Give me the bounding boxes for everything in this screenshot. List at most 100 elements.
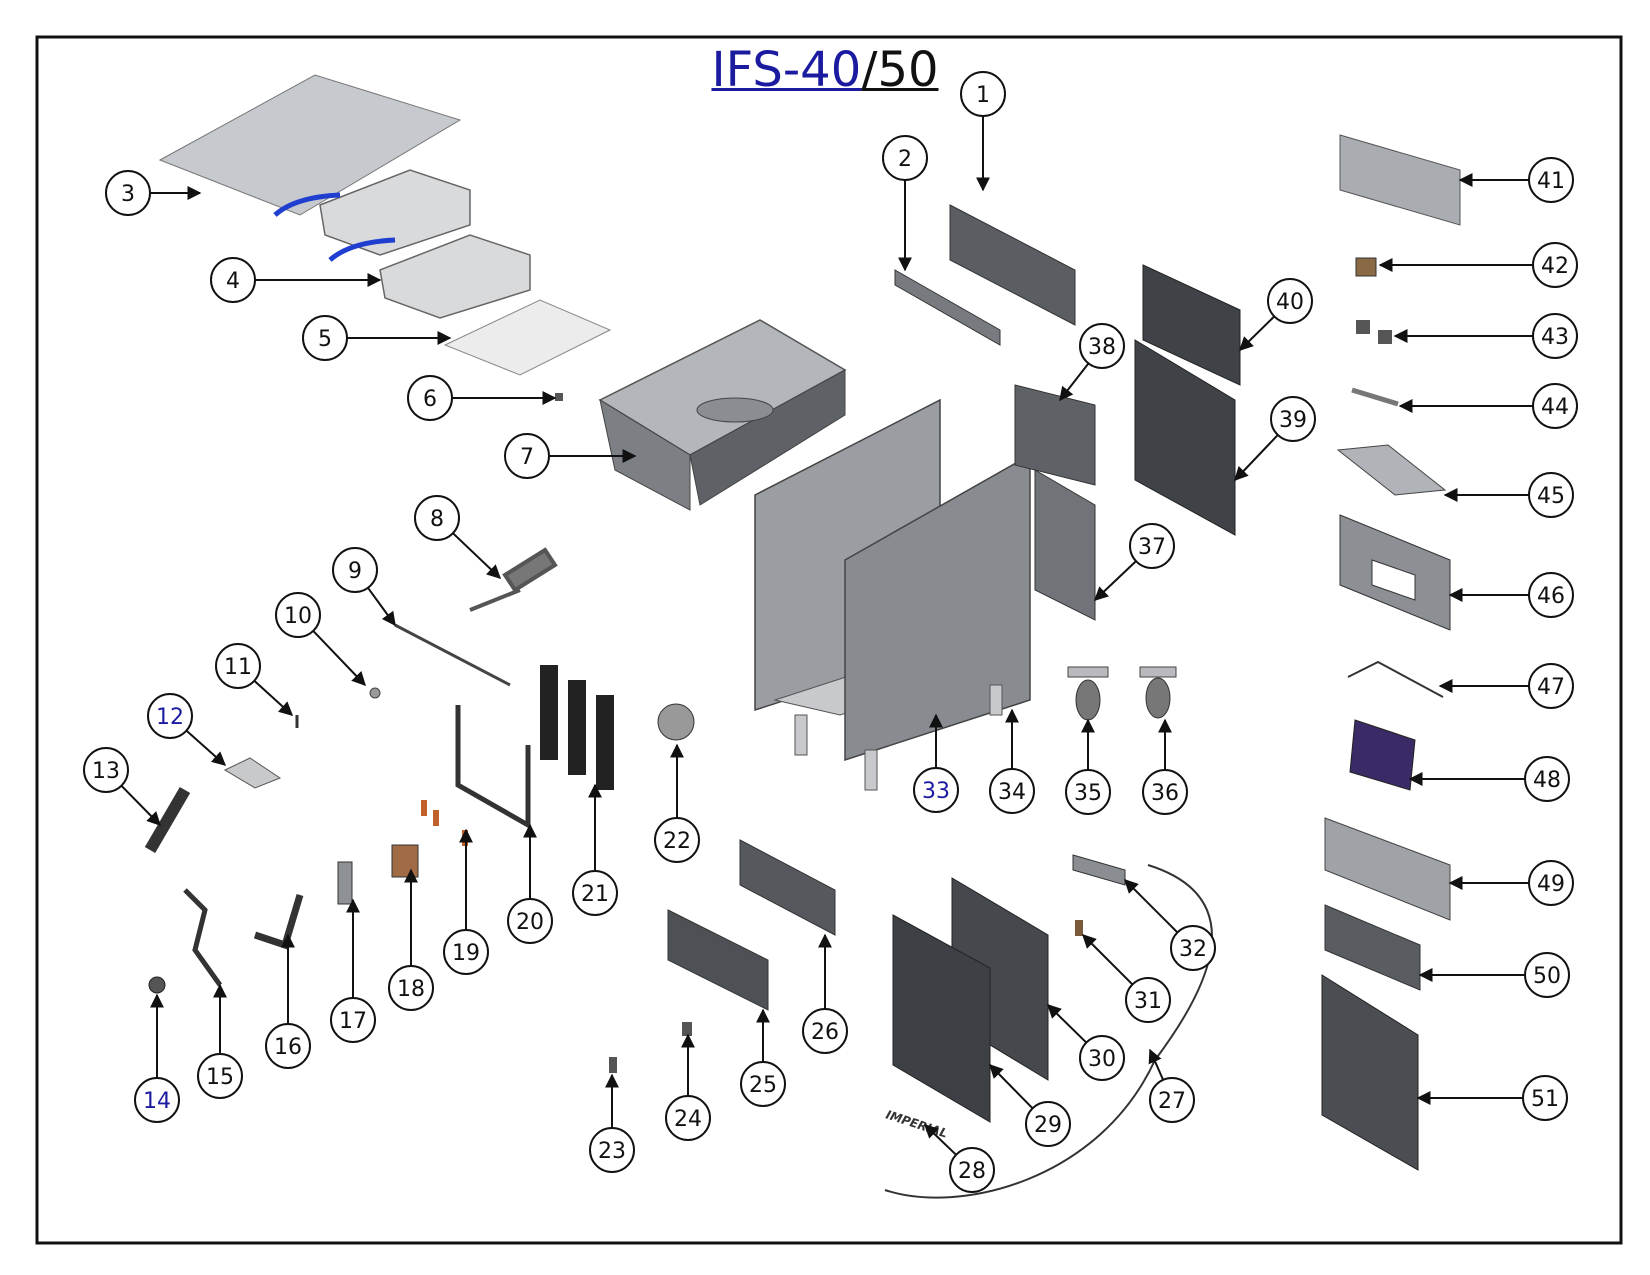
callout-number: 10: [284, 604, 312, 629]
diagram-title: IFS-40/50: [0, 42, 1650, 98]
callout-22: 22: [654, 743, 700, 863]
callout-number: 42: [1541, 254, 1569, 279]
part-31-magnet-icon: [1075, 920, 1083, 936]
callout-balloon: [1528, 663, 1574, 709]
callout-balloon: [1528, 860, 1574, 906]
callout-33: 33: [913, 713, 959, 813]
callout-27: 27: [1148, 1048, 1195, 1123]
callout-balloon: [740, 1061, 786, 1107]
callout-10: 10: [275, 592, 366, 687]
callout-29: 29: [989, 1064, 1071, 1147]
callout-leader: [1148, 1048, 1165, 1081]
callout-number: 49: [1537, 872, 1565, 897]
callout-balloon: [913, 767, 959, 813]
callout-32: 32: [1124, 879, 1216, 971]
callout-balloon: [1079, 1035, 1125, 1081]
callout-balloon: [507, 898, 553, 944]
callout-41: 41: [1458, 157, 1574, 203]
callout-balloon: [802, 1008, 848, 1054]
callout-balloon: [105, 170, 151, 216]
callout-number: 33: [922, 779, 950, 804]
callout-18: 18: [388, 868, 434, 1011]
part-50-panel-icon: [1324, 904, 1421, 991]
callout-12: 12: [147, 693, 227, 766]
part-39-panel-icon: [1134, 339, 1236, 536]
callout-balloon: [1129, 523, 1175, 569]
part-1-panel-icon: [949, 204, 1076, 326]
callout-number: 13: [92, 759, 120, 784]
callout-number: 46: [1537, 584, 1565, 609]
callout-number: 7: [520, 445, 534, 470]
callout-balloon: [275, 592, 321, 638]
part-26-panel-icon: [739, 839, 836, 936]
page-border: [35, 35, 1623, 1245]
callout-leader: [312, 630, 366, 687]
callout-balloon: [882, 135, 928, 181]
callout-number: 50: [1533, 964, 1561, 989]
callout-balloon: [1170, 925, 1216, 971]
part-16-lever-icon: [253, 893, 304, 950]
part-17-thermostat-icon: [337, 861, 353, 905]
callout-34: 34: [989, 708, 1035, 814]
callout-number: 23: [598, 1139, 626, 1164]
callout-balloon: [504, 433, 550, 479]
callout-13: 13: [83, 747, 161, 826]
callout-28: 28: [923, 1124, 995, 1193]
callout-balloon: [215, 643, 261, 689]
callout-balloon: [572, 870, 618, 916]
callout-number: 26: [811, 1020, 839, 1045]
callout-balloon: [989, 768, 1035, 814]
part-28-logo-icon: IMPERIAL: [884, 1108, 949, 1141]
callout-balloon: [1532, 242, 1578, 288]
callout-23: 23: [589, 1073, 635, 1173]
callout-number: 28: [958, 1159, 986, 1184]
part-42-block-icon: [1355, 257, 1377, 277]
callout-balloon: [1528, 572, 1574, 618]
part-33-cabinet-icon: [754, 398, 1031, 791]
callout-number: 19: [452, 941, 480, 966]
callout-leader: [120, 784, 161, 826]
callout-2: 2: [882, 135, 928, 272]
part-44-strip-icon: [1351, 387, 1399, 407]
callout-balloon: [1524, 952, 1570, 998]
callout-number: 44: [1541, 395, 1569, 420]
callout-number: 1: [976, 83, 990, 108]
callout-number: 40: [1276, 290, 1304, 315]
callout-number: 16: [274, 1035, 302, 1060]
callout-number: 47: [1537, 675, 1565, 700]
callout-number: 9: [348, 559, 362, 584]
part-14-knob-icon: [148, 976, 166, 994]
callout-leader: [367, 587, 396, 627]
callout-balloon: [654, 817, 700, 863]
callout-number: 41: [1537, 169, 1565, 194]
callout-number: 2: [898, 147, 912, 172]
callout-number: 25: [749, 1073, 777, 1098]
part-48-label-icon: [1349, 719, 1416, 791]
callout-number: 38: [1088, 335, 1116, 360]
callout-6: 6: [407, 375, 557, 421]
callout-number: 22: [663, 829, 691, 854]
callout-number: 27: [1158, 1089, 1186, 1114]
callout-balloon: [1149, 1077, 1195, 1123]
callout-balloon: [949, 1147, 995, 1193]
callout-38: 38: [1059, 323, 1125, 402]
part-4-baskets-icon: [273, 169, 531, 319]
part-37-box-icon: [1034, 469, 1096, 621]
callout-number: 31: [1134, 989, 1162, 1014]
part-46-bracket-icon: [1339, 514, 1451, 631]
callout-leader: [989, 1064, 1034, 1110]
callout-number: 36: [1151, 781, 1179, 806]
part-40-panel-icon: [1142, 264, 1241, 386]
callout-balloon: [414, 495, 460, 541]
callout-balloon: [1522, 1075, 1568, 1121]
callout-balloon: [1532, 383, 1578, 429]
callout-number: 43: [1541, 325, 1569, 350]
part-35-caster-icon: [1067, 666, 1109, 721]
callout-31: 31: [1082, 934, 1171, 1023]
callout-number: 20: [516, 910, 544, 935]
callout-number: 34: [998, 780, 1026, 805]
callout-number: 8: [430, 507, 444, 532]
parts-group: IMPERIAL: [144, 74, 1461, 1199]
part-6-fitting-icon: [555, 393, 563, 401]
